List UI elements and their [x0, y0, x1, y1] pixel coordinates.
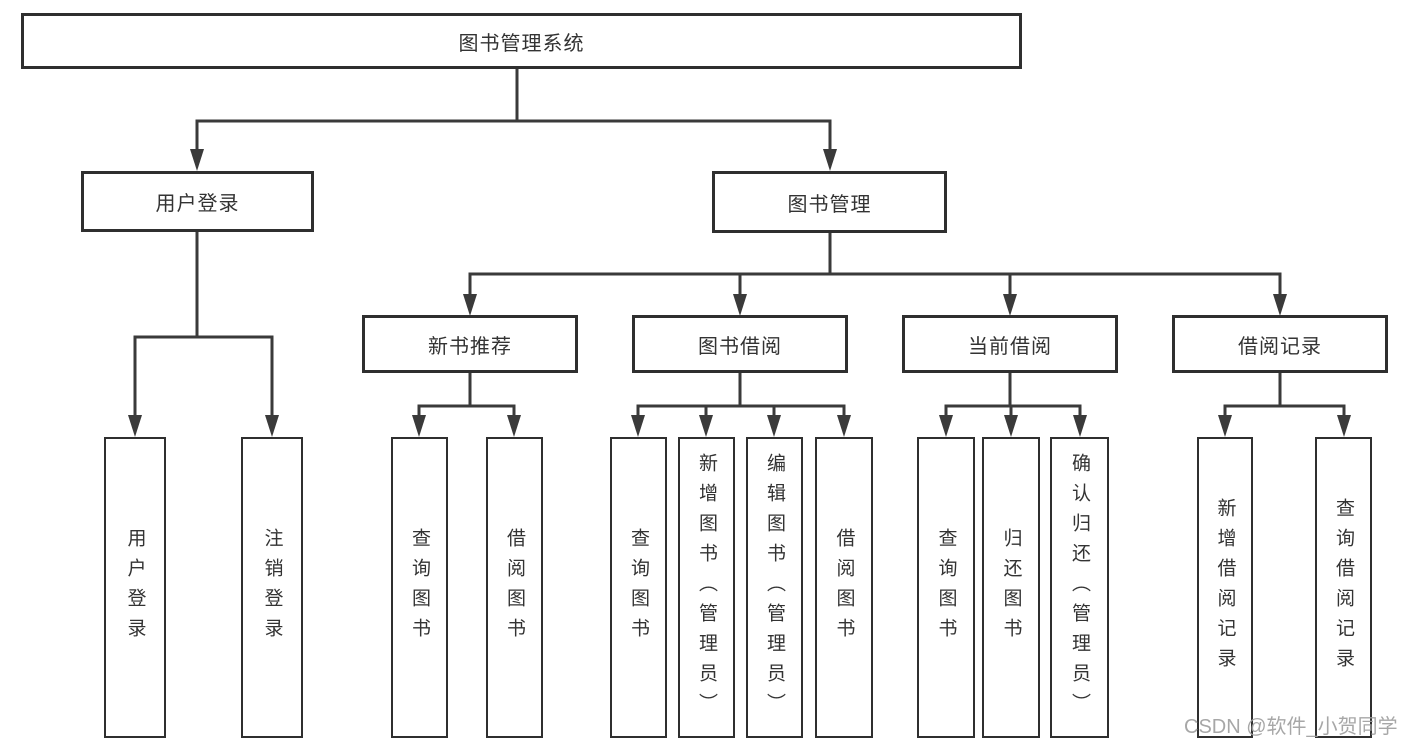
node-label: 图书管理系统 [458, 32, 585, 55]
leaf-label: 查询图书 [935, 527, 957, 648]
leaf-label: 确认归还（管理员） [1069, 452, 1090, 723]
leaf-add-books-admin: 新增图书（管理员） [678, 437, 735, 738]
node-current-borrowing: 当前借阅 [902, 315, 1118, 373]
node-borrowing-records: 借阅记录 [1172, 315, 1388, 373]
csdn-watermark: CSDN @软件_小贺同学 [1184, 716, 1398, 738]
leaf-label: 查询图书 [628, 527, 649, 648]
node-user-login: 用户登录 [81, 171, 314, 232]
leaf-label: 查询图书 [409, 527, 430, 648]
leaf-label: 编辑图书（管理员） [764, 452, 785, 723]
leaf-query-books-1: 查询图书 [391, 437, 448, 738]
node-label: 借阅记录 [1238, 335, 1322, 358]
leaf-label: 新增借阅记录 [1214, 497, 1236, 678]
leaf-borrow-books-1: 借阅图书 [486, 437, 543, 738]
leaf-label: 用户登录 [124, 527, 146, 648]
leaf-query-books-3: 查询图书 [917, 437, 975, 738]
node-label: 图书管理 [787, 193, 872, 216]
node-book-borrowing: 图书借阅 [632, 315, 848, 373]
node-label: 当前借阅 [968, 335, 1052, 358]
node-book-management: 图书管理 [712, 171, 947, 233]
leaf-label: 归还图书 [1000, 527, 1022, 648]
node-label: 新书推荐 [428, 335, 512, 358]
leaf-label: 注销登录 [261, 527, 283, 648]
leaf-logout: 注销登录 [241, 437, 303, 738]
leaf-query-borrow-record: 查询借阅记录 [1315, 437, 1372, 738]
leaf-label: 查询借阅记录 [1333, 497, 1354, 678]
leaf-label: 借阅图书 [833, 527, 855, 648]
leaf-edit-books-admin: 编辑图书（管理员） [746, 437, 803, 738]
leaf-add-borrow-record: 新增借阅记录 [1197, 437, 1253, 738]
leaf-confirm-return-admin: 确认归还（管理员） [1050, 437, 1109, 738]
leaf-borrow-books-2: 借阅图书 [815, 437, 873, 738]
node-new-book-recommendation: 新书推荐 [362, 315, 578, 373]
node-label: 用户登录 [155, 193, 240, 215]
node-root-library-management-system: 图书管理系统 [21, 13, 1022, 69]
leaf-return-books: 归还图书 [982, 437, 1040, 738]
leaf-query-books-2: 查询图书 [610, 437, 667, 738]
leaf-label: 新增图书（管理员） [696, 452, 717, 723]
leaf-user-login: 用户登录 [104, 437, 166, 738]
node-label: 图书借阅 [698, 335, 782, 358]
leaf-label: 借阅图书 [504, 527, 525, 648]
